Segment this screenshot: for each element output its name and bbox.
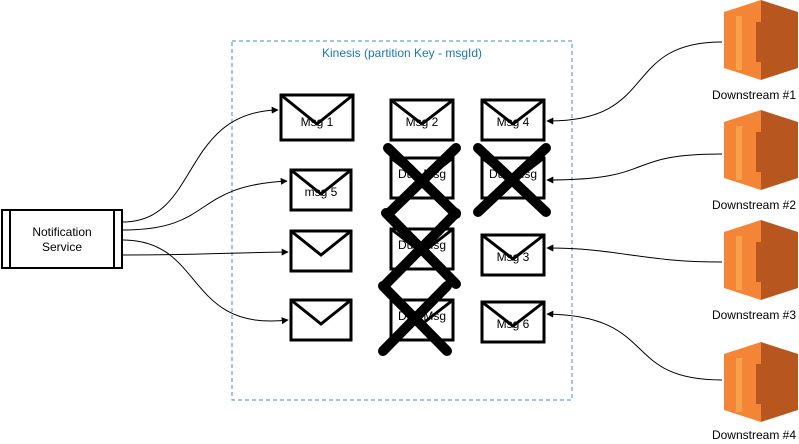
compute-icon <box>724 0 798 80</box>
x-cross-icon <box>378 281 452 356</box>
connector-downstream3 <box>546 244 723 263</box>
consumer-connectors <box>546 41 723 381</box>
message-envelope: Msg 6 <box>480 300 546 344</box>
notification-service-label-line1: Notification <box>32 225 91 239</box>
notification-service-label-line2: Service <box>42 240 82 254</box>
downstream-consumer[interactable]: Downstream #3 <box>712 220 798 322</box>
message-label-msg4: Msg 4 <box>497 115 530 129</box>
connector-to-msg5 <box>122 177 288 231</box>
x-cross-icon <box>473 143 551 217</box>
downstream-consumer[interactable]: Downstream #1 <box>712 0 798 102</box>
notification-service[interactable]: Notification Service <box>1 209 123 269</box>
message-label-msg1: Msg 1 <box>301 115 334 129</box>
connector-to-envelope4 <box>122 239 289 325</box>
downstream-label-2: Downstream #2 <box>712 198 796 212</box>
connector-to-msg1 <box>122 106 279 223</box>
message-envelope <box>289 298 353 342</box>
message-label-msg3: Msg 3 <box>497 250 530 264</box>
message-envelope <box>289 229 353 273</box>
downstream-label-4: Downstream #4 <box>712 428 796 442</box>
downstream-consumer[interactable]: Downstream #4 <box>712 342 798 442</box>
message-label-msg6: Msg 6 <box>497 317 530 331</box>
downstream-consumer[interactable]: Downstream #2 <box>712 110 798 212</box>
kinesis-stream-label: Kinesis (partition Key - msgId) <box>322 46 482 60</box>
connector-to-envelope3 <box>122 248 289 256</box>
message-label-msg5: msg 5 <box>305 185 338 199</box>
x-cross-icon <box>383 143 461 219</box>
connector-downstream2 <box>546 153 723 184</box>
compute-icon <box>724 220 798 300</box>
message-envelope: Msg 2 <box>389 98 455 142</box>
message-envelope: msg 5 <box>289 168 353 212</box>
x-cross-icon <box>381 208 461 289</box>
compute-icon <box>724 110 798 190</box>
message-envelope: Msg 1 <box>279 93 355 142</box>
connector-downstream1 <box>546 41 723 125</box>
downstream-label-3: Downstream #3 <box>712 308 796 322</box>
message-label-msg2: Msg 2 <box>406 115 439 129</box>
connector-downstream4 <box>546 310 723 381</box>
kinesis-stream-box <box>231 40 573 401</box>
compute-icon <box>724 342 798 422</box>
producer-connectors <box>122 106 289 325</box>
downstream-label-1: Downstream #1 <box>712 88 796 102</box>
message-envelope: Msg 4 <box>480 98 546 142</box>
message-envelope: Msg 3 <box>480 233 546 277</box>
